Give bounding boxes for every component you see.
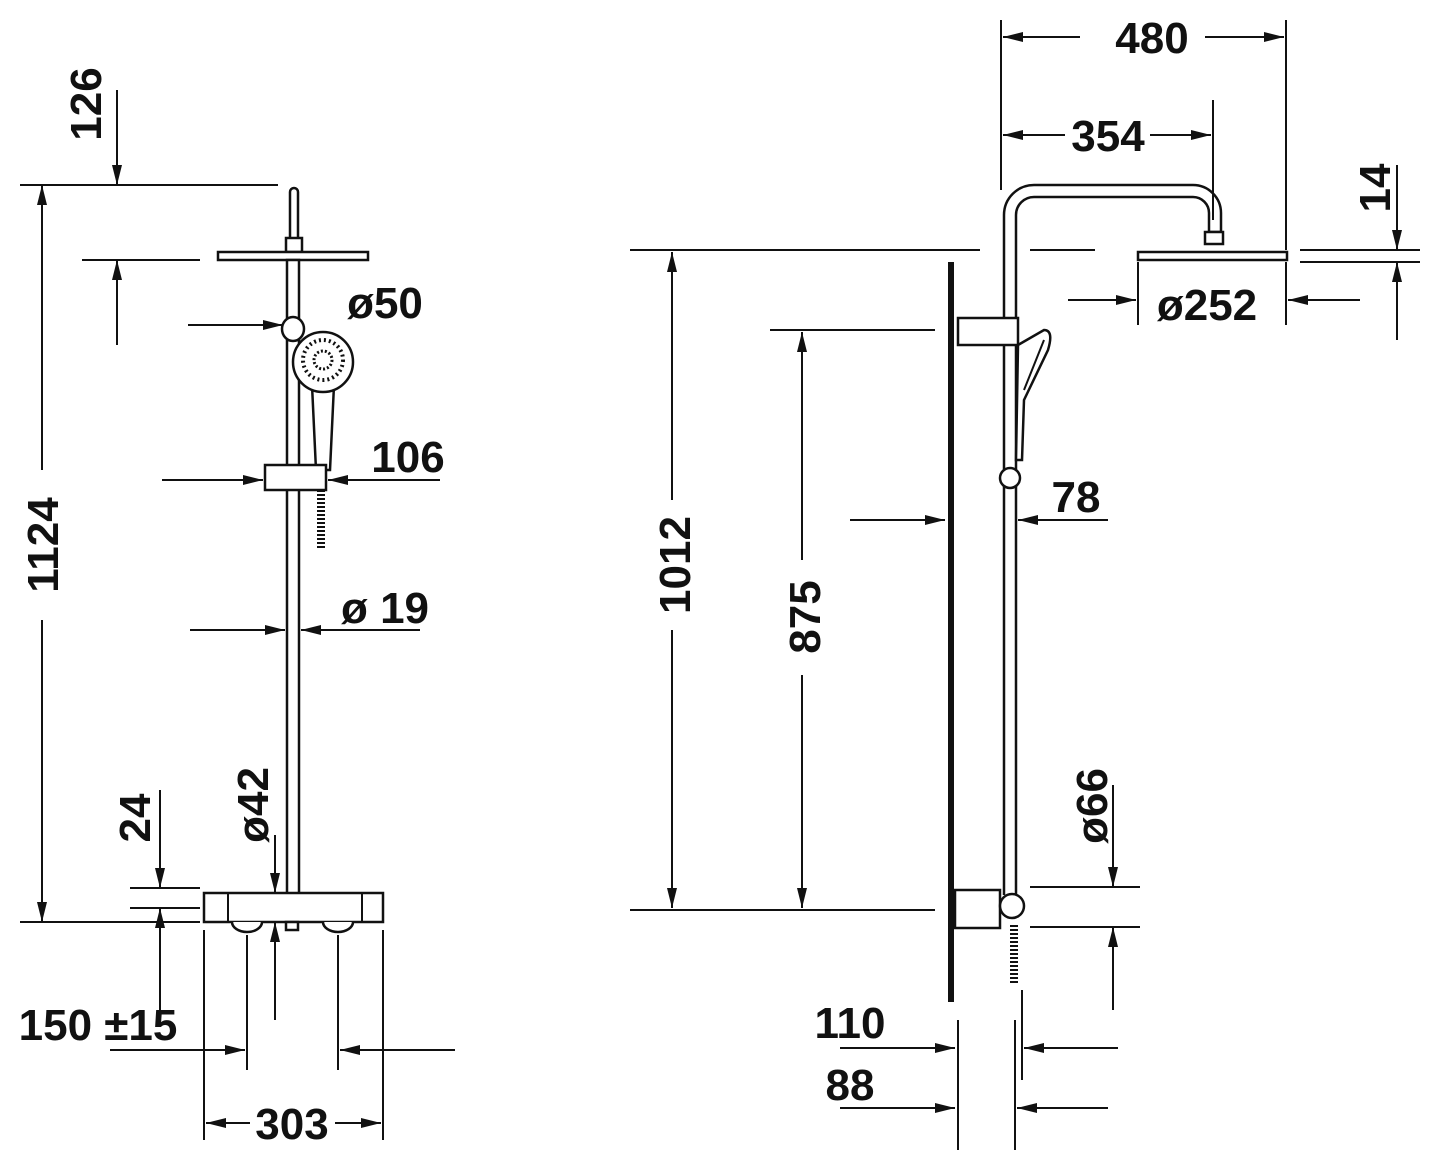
holder-knob: [998, 466, 1022, 490]
dim-total-height: 1124: [19, 497, 68, 593]
dim-thermostat-width: 303: [255, 1100, 328, 1149]
head-joint: [284, 236, 304, 254]
head-joint: [1203, 230, 1225, 246]
side-view: 480 354 14 ø252 1012 875 78 ø66 110: [630, 14, 1420, 1150]
shower-rail-arm: [1002, 183, 1223, 895]
dim-arm-projection: 354: [1071, 112, 1145, 161]
shower-column-front: [202, 186, 385, 934]
dim-outlet-offset: 24: [111, 793, 160, 842]
dim-top-offset: 126: [62, 67, 111, 140]
dim-thermostat-diameter-side: ø66: [1068, 768, 1117, 844]
overhead-shower-side: [1136, 250, 1289, 262]
dim-depth-110: 110: [815, 999, 886, 1048]
hand-shower-holder: [263, 463, 328, 492]
dim-depth-88: 88: [826, 1061, 875, 1110]
dim-rail-wall-distance: 78: [1052, 473, 1101, 522]
dim-connection-spacing: 150 ±15: [19, 1001, 178, 1050]
dim-holder-width: 106: [371, 433, 444, 482]
dim-total-projection: 480: [1115, 14, 1188, 63]
wall-bracket-top: [956, 316, 1020, 347]
thermostat-body: [202, 891, 385, 924]
shower-column-side: [948, 183, 1289, 1002]
dim-head-thickness: 14: [1351, 163, 1400, 212]
hand-shower-side: [1014, 328, 1052, 462]
dim-bracket-spacing: 875: [781, 580, 830, 653]
top-pipe: [288, 186, 300, 240]
hand-shower-handle: [310, 383, 336, 472]
dim-rail-diameter: ø 19: [341, 584, 429, 633]
dim-thermostat-diameter: ø42: [229, 767, 278, 843]
wall-connector: [953, 888, 1002, 930]
thermostat-handles: [230, 921, 355, 934]
dim-rail-length: 1012: [651, 516, 700, 614]
thermostat-side: [998, 892, 1026, 920]
outlet: [284, 920, 300, 932]
front-view: 126 1124 ø50 106 ø 19 ø42 24 150 ±15 303: [19, 67, 455, 1149]
dim-slider-diameter: ø50: [347, 279, 423, 328]
slider: [280, 315, 306, 343]
dim-head-diameter: ø252: [1157, 281, 1257, 330]
